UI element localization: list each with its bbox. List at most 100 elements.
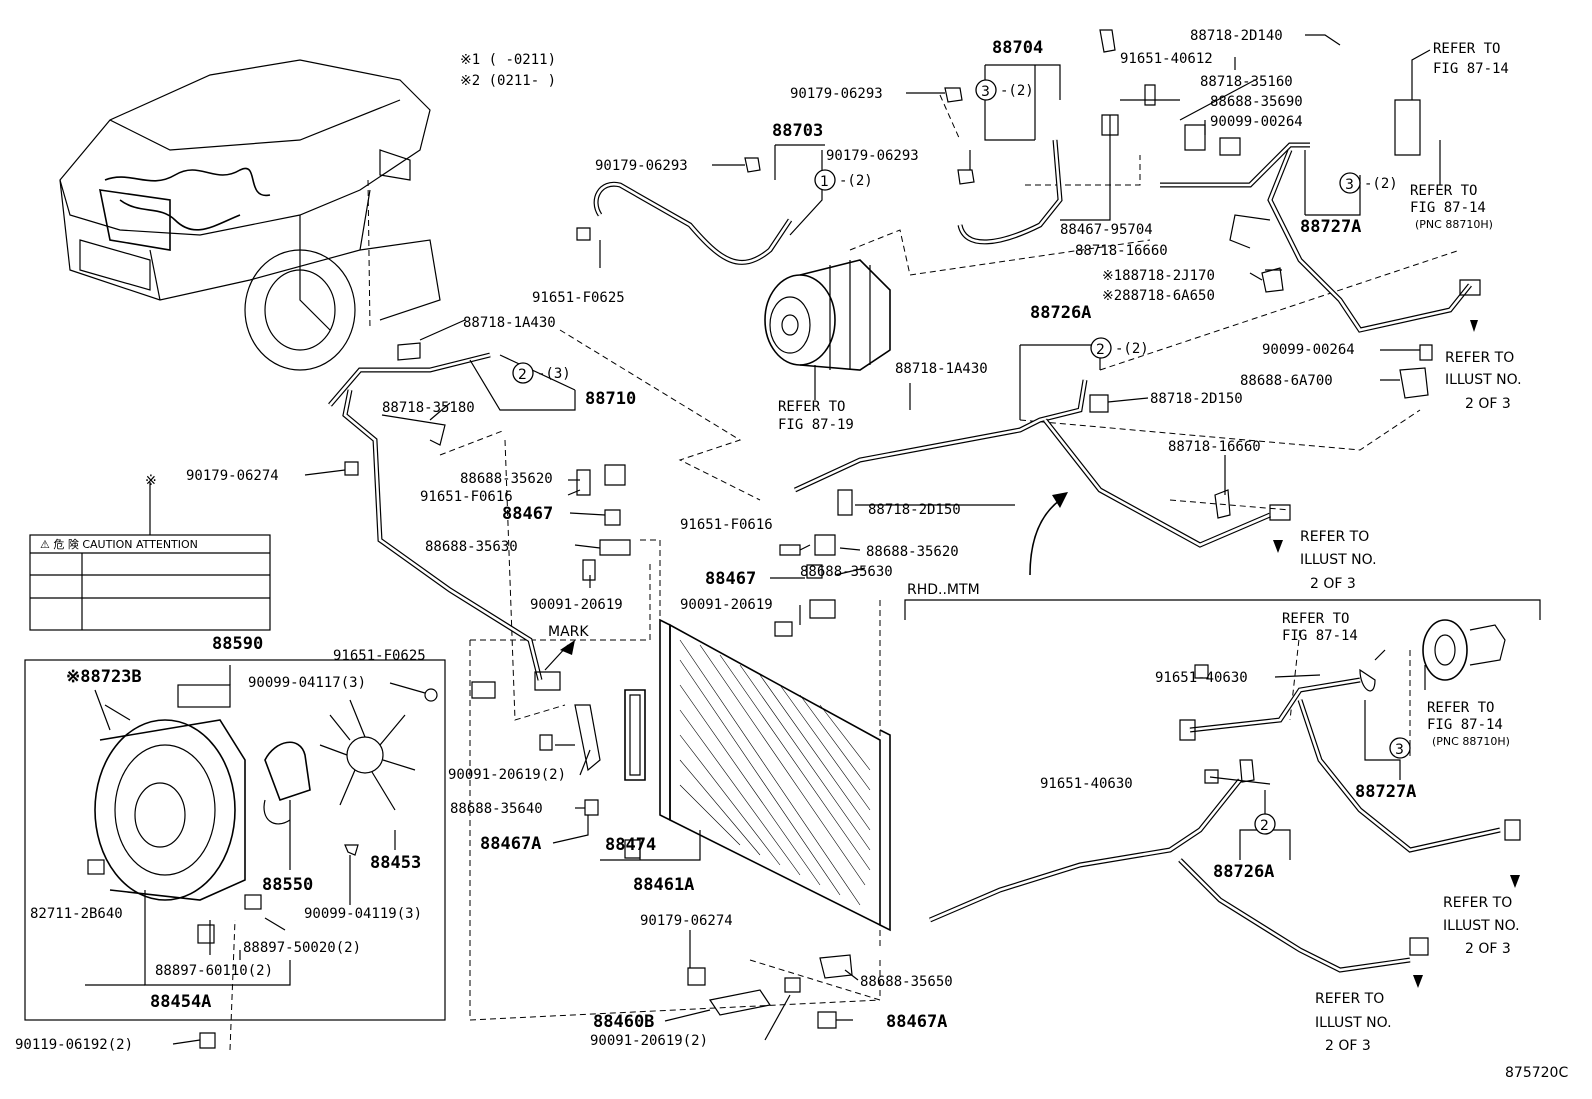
part-number-label: 88474 — [605, 835, 656, 855]
qty-note: -(2) — [1115, 341, 1149, 357]
part-label: 91651-F0625 — [532, 290, 625, 306]
part-number-label: 88726A — [1213, 862, 1274, 882]
part-number-label: 88453 — [370, 853, 421, 873]
compressor — [764, 259, 891, 371]
part-label: 90179-06293 — [595, 158, 688, 174]
part-label: 90099-00264 — [1262, 342, 1355, 358]
vehicle-illustration — [59, 59, 441, 371]
refer-note: REFER TO — [1445, 350, 1514, 366]
footnote-1: ※1 ( -0211) — [460, 52, 556, 68]
circle-number: 2 — [1260, 818, 1269, 834]
part-number-label: ※88723B — [66, 667, 142, 687]
refer-note: (PNC 88710H) — [1432, 735, 1510, 748]
refer-note: FIG 87-19 — [778, 417, 854, 433]
part-label: 88897-60110(2) — [155, 963, 273, 979]
part-label: 90091-20619(2) — [590, 1033, 708, 1049]
circle-number: 3 — [1345, 177, 1354, 193]
refer-notes: REFER TO FIG 87-14 REFER TO FIG 87-14 (P… — [778, 41, 1522, 1054]
part-number-label: 88703 — [772, 121, 823, 141]
circle-number: 3 — [1395, 742, 1404, 758]
rhd-area — [904, 599, 1541, 620]
part-label: 91651-F0616 — [680, 517, 773, 533]
quantity-notes: -(2) -(2) -(3) -(2) -(2) — [537, 83, 1398, 382]
qty-note: -(2) — [1000, 83, 1034, 99]
qty-note: -(2) — [1364, 176, 1398, 192]
part-number-label: 88467 — [502, 504, 553, 524]
part-label: 90119-06192(2) — [15, 1037, 133, 1053]
mark-label: MARK — [548, 624, 589, 640]
refer-note: FIG 87-14 — [1282, 628, 1358, 644]
hardware-parts — [199, 29, 1521, 1049]
part-label: 88718-2D150 — [1150, 391, 1243, 407]
circle-number: 2 — [518, 367, 527, 383]
part-label: 88718-1A430 — [463, 315, 556, 331]
refer-note: REFER TO — [778, 399, 845, 415]
part-label: 88718-2D150 — [868, 502, 961, 518]
part-label: 91651-40612 — [1120, 51, 1213, 67]
refer-note: REFER TO — [1433, 41, 1500, 57]
refer-note: FIG 87-14 — [1410, 200, 1486, 216]
part-label: 88718-35180 — [382, 400, 475, 416]
caution-marker: ※ — [145, 473, 157, 489]
part-number-label: 88460B — [593, 1012, 654, 1032]
part-label: 88688-35650 — [860, 974, 953, 990]
refer-note: FIG 87-14 — [1427, 717, 1503, 733]
refer-note: REFER TO — [1410, 183, 1477, 199]
rhd-section-title: RHD..MTM — [907, 582, 980, 598]
part-number-label: 88454A — [150, 992, 211, 1012]
image-code: 875720C — [1505, 1065, 1568, 1081]
part-label: 90091-20619(2) — [448, 767, 566, 783]
refer-note: ILLUST NO. — [1445, 372, 1522, 388]
part-label: 88688-35620 — [460, 471, 553, 487]
refer-note: 2 OF 3 — [1310, 576, 1356, 592]
callout-circles — [512, 79, 1411, 835]
part-number-label: 88727A — [1300, 217, 1361, 237]
footnotes: ※1 ( -0211) ※2 (0211- ) — [460, 52, 556, 89]
refer-note: REFER TO — [1315, 991, 1384, 1007]
part-number-label: 88704 — [992, 38, 1043, 58]
refer-note: REFER TO — [1300, 529, 1369, 545]
part-number-label: 88727A — [1355, 782, 1416, 802]
part-number-label: 88590 — [212, 634, 263, 654]
part-number-label: 88461A — [633, 875, 694, 895]
part-number-label: 88550 — [262, 875, 313, 895]
part-label: 91651-40630 — [1155, 670, 1248, 686]
part-label: 88718-1A430 — [895, 361, 988, 377]
part-label: 88897-50020(2) — [243, 940, 361, 956]
refer-arrows — [544, 320, 1520, 988]
part-label: 90099-00264 — [1210, 114, 1303, 130]
rhd-pulley — [1179, 619, 1506, 741]
part-label: 88688-35690 — [1210, 94, 1303, 110]
part-label: 88688-35640 — [450, 801, 543, 817]
part-label: 91651-40630 — [1040, 776, 1133, 792]
qty-note: -(2) — [839, 173, 873, 189]
qty-note: -(3) — [537, 366, 571, 382]
part-number-label: 88467A — [886, 1012, 947, 1032]
part-label: 90179-06274 — [186, 468, 279, 484]
part-number-label: 88467A — [480, 834, 541, 854]
part-label: 82711-2B640 — [30, 906, 123, 922]
part-number-label: 88467 — [705, 569, 756, 589]
part-label: 88718-16660 — [1075, 243, 1168, 259]
part-label: 88718-2D140 — [1190, 28, 1283, 44]
big-part-labels: 88704 88703 88726A 88727A 88710 88467 88… — [66, 38, 1416, 1032]
refer-note: 2 OF 3 — [1465, 396, 1511, 412]
part-label: 90179-06274 — [640, 913, 733, 929]
refer-note: (PNC 88710H) — [1415, 218, 1493, 231]
part-label: 90091-20619 — [530, 597, 623, 613]
refer-note: REFER TO — [1443, 895, 1512, 911]
part-label: 88688-6A700 — [1240, 373, 1333, 389]
part-label: 90099-04117(3) — [248, 675, 366, 691]
footnote-2: ※2 (0211- ) — [460, 73, 556, 89]
part-label: ※288718-6A650 — [1102, 288, 1215, 304]
part-label: 88467-95704 — [1060, 222, 1153, 238]
part-label: 88688-35620 — [866, 544, 959, 560]
refer-note: REFER TO — [1427, 700, 1494, 716]
circle-number: 2 — [1096, 342, 1105, 358]
refer-note: REFER TO — [1282, 611, 1349, 627]
refer-note: 2 OF 3 — [1325, 1038, 1371, 1054]
refer-note: ILLUST NO. — [1300, 552, 1377, 568]
refer-note: ILLUST NO. — [1443, 918, 1520, 934]
refer-note: FIG 87-14 — [1433, 61, 1509, 77]
